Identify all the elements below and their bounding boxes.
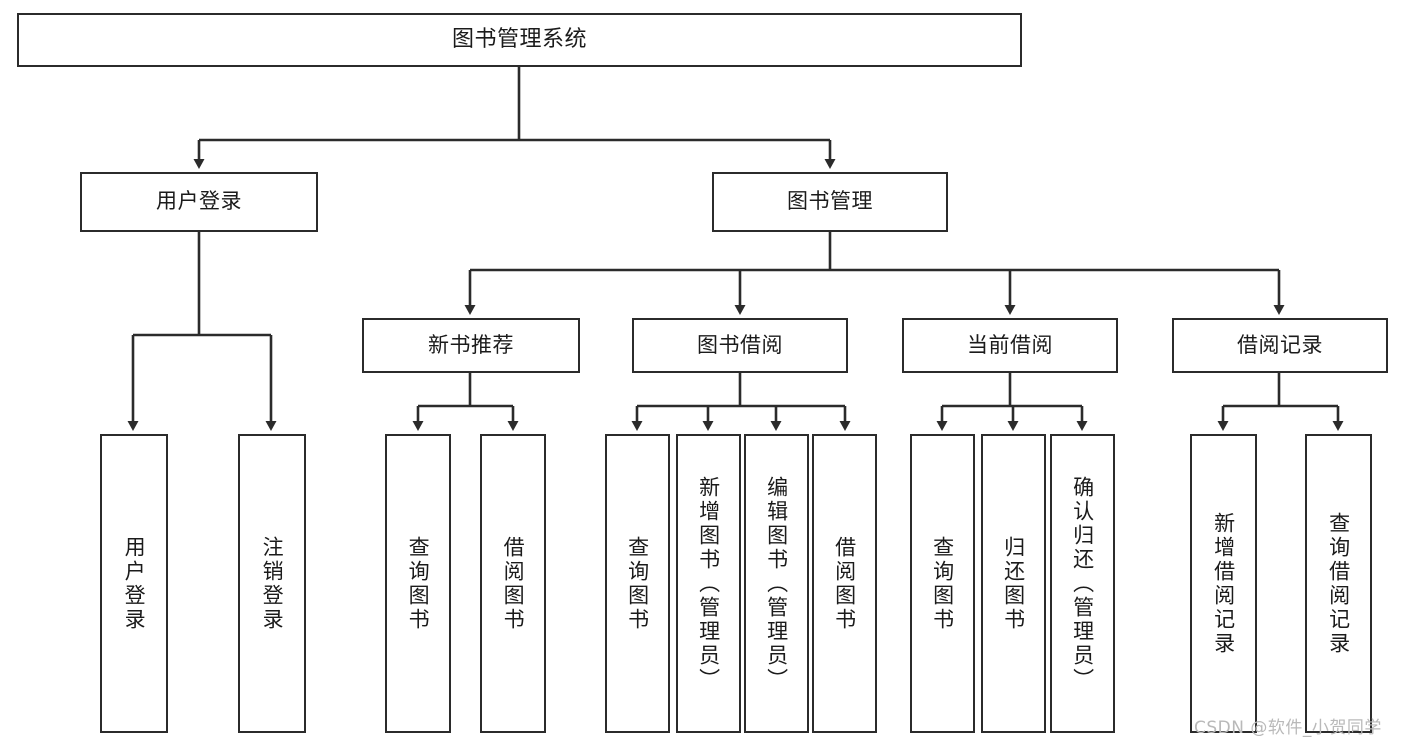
node-leaf-user-login-label: 用户登录: [122, 535, 147, 632]
node-new-book-rec-label: 新书推荐: [428, 332, 514, 357]
node-leaf-confirm-return[interactable]: 确认归还（管理员）: [1050, 434, 1115, 733]
node-current-borrow[interactable]: 当前借阅: [902, 318, 1118, 373]
node-leaf-add-book[interactable]: 新增图书（管理员）: [676, 434, 741, 733]
node-root[interactable]: 图书管理系统: [17, 13, 1022, 67]
node-book-borrow-label: 图书借阅: [697, 332, 783, 357]
node-leaf-borrow-book-2[interactable]: 借阅图书: [812, 434, 877, 733]
node-leaf-add-record[interactable]: 新增借阅记录: [1190, 434, 1257, 733]
node-leaf-return-book-label: 归还图书: [1001, 535, 1026, 632]
node-user-login[interactable]: 用户登录: [80, 172, 318, 232]
node-leaf-logout-label: 注销登录: [260, 535, 285, 632]
node-leaf-query-book-3-label: 查询图书: [930, 535, 955, 632]
node-leaf-edit-book[interactable]: 编辑图书（管理员）: [744, 434, 809, 733]
node-borrow-record[interactable]: 借阅记录: [1172, 318, 1388, 373]
node-leaf-edit-book-label: 编辑图书（管理员）: [764, 475, 789, 692]
node-current-borrow-label: 当前借阅: [967, 332, 1053, 357]
node-leaf-query-book-1[interactable]: 查询图书: [385, 434, 451, 733]
node-book-manage[interactable]: 图书管理: [712, 172, 948, 232]
node-leaf-query-book-2[interactable]: 查询图书: [605, 434, 670, 733]
csdn-watermark: CSDN @软件_小贺同学: [1194, 718, 1382, 738]
node-leaf-borrow-book-1[interactable]: 借阅图书: [480, 434, 546, 733]
node-leaf-borrow-book-1-label: 借阅图书: [501, 535, 526, 632]
node-leaf-query-record-label: 查询借阅记录: [1326, 511, 1351, 656]
node-leaf-add-record-label: 新增借阅记录: [1211, 511, 1236, 656]
node-leaf-borrow-book-2-label: 借阅图书: [832, 535, 857, 632]
node-book-manage-label: 图书管理: [787, 189, 873, 214]
node-root-label: 图书管理系统: [451, 26, 587, 52]
node-leaf-query-record[interactable]: 查询借阅记录: [1305, 434, 1372, 733]
node-leaf-add-book-label: 新增图书（管理员）: [696, 475, 721, 692]
node-new-book-rec[interactable]: 新书推荐: [362, 318, 580, 373]
node-leaf-return-book[interactable]: 归还图书: [981, 434, 1046, 733]
node-leaf-confirm-return-label: 确认归还（管理员）: [1070, 475, 1095, 692]
node-leaf-query-book-3[interactable]: 查询图书: [910, 434, 975, 733]
node-book-borrow[interactable]: 图书借阅: [632, 318, 848, 373]
node-borrow-record-label: 借阅记录: [1237, 332, 1323, 357]
node-leaf-query-book-2-label: 查询图书: [625, 535, 650, 632]
node-user-login-label: 用户登录: [156, 189, 242, 214]
node-leaf-user-login[interactable]: 用户登录: [100, 434, 168, 733]
node-leaf-logout[interactable]: 注销登录: [238, 434, 306, 733]
node-leaf-query-book-1-label: 查询图书: [406, 535, 431, 632]
